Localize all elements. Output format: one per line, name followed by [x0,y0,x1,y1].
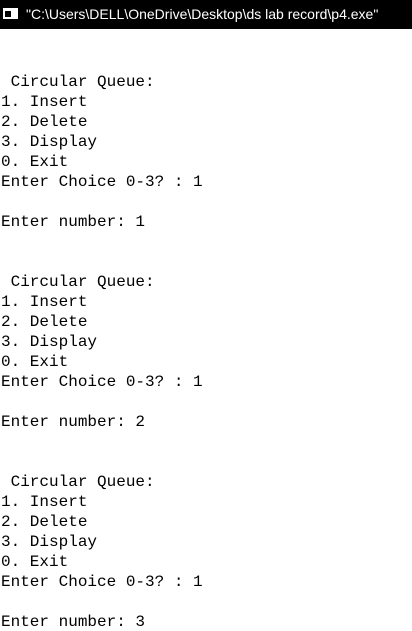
console-line: 2. Delete [1,513,88,531]
blank-line [1,392,412,412]
blank-line [1,252,412,272]
console-line: 0. Exit [1,153,69,171]
blank-line [1,52,412,72]
console-line: 2. Delete [1,113,88,131]
console-line: 1. Insert [1,493,88,511]
console-line: 3. Display [1,333,98,351]
console-line: 3. Display [1,533,98,551]
blank-line [1,32,412,52]
console-line: Enter number: 2 [1,413,146,431]
window-title: "C:\Users\DELL\OneDrive\Desktop\ds lab r… [26,6,379,22]
console-output[interactable]: Circular Queue: 1. Insert 2. Delete 3. Disp… [0,32,412,631]
console-line: Enter number: 3 [1,613,146,631]
console-line: Circular Queue: [1,73,155,91]
title-bar[interactable]: "C:\Users\DELL\OneDrive\Desktop\ds lab r… [0,0,412,29]
console-line: Enter number: 1 [1,213,146,231]
console-line: 0. Exit [1,553,69,571]
blank-line [1,232,412,252]
console-line: Enter Choice 0-3? : 1 [1,573,203,591]
console-line: Circular Queue: [1,473,155,491]
console-line: 1. Insert [1,93,88,111]
console-line: 2. Delete [1,313,88,331]
console-line: 1. Insert [1,293,88,311]
console-line: Enter Choice 0-3? : 1 [1,173,203,191]
blank-line [1,452,412,472]
console-line: 0. Exit [1,353,69,371]
blank-line [1,592,412,612]
console-line: Enter Choice 0-3? : 1 [1,373,203,391]
console-line: Circular Queue: [1,273,155,291]
blank-line [1,192,412,212]
console-app-icon[interactable] [3,8,18,19]
blank-line [1,432,412,452]
console-line: 3. Display [1,133,98,151]
